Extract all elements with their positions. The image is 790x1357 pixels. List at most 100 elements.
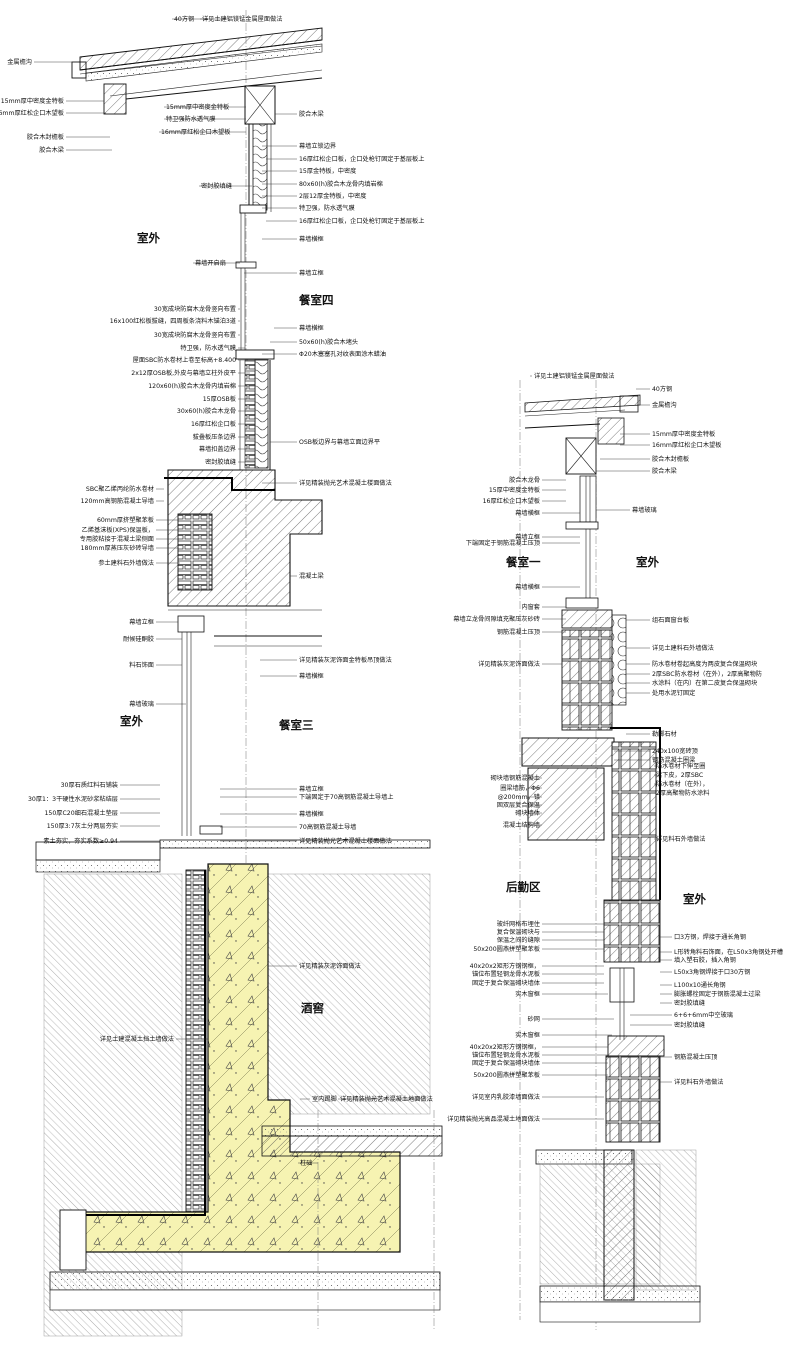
left-note-6: 胶合木梁 <box>39 146 64 154</box>
left-note-13: 15厚金特板，中密度 <box>299 167 356 175</box>
left-note-48: 幕墙立框 <box>129 618 154 626</box>
left-note-22: 30宽成块防腐木龙骨竖向布置 <box>154 305 236 313</box>
left-note-33: 幕墙扣盖边界 <box>199 445 236 453</box>
right-note-28: 防水卷材下伸至圈 <box>656 762 706 770</box>
left-note-47: 混凝土梁 <box>299 572 324 580</box>
right-roof <box>524 394 641 475</box>
left-note-64: 详见精装灰泥饰面做法 <box>299 962 361 970</box>
left-note-26: 屋面SBC防水卷材上卷至标高+8.400 <box>133 356 236 364</box>
right-block-wall <box>521 609 661 903</box>
right-note-15: 内窗套 <box>521 603 540 611</box>
left-note-58: 素土夯实，夯实系数≥0.94 <box>43 837 118 845</box>
right-note-26: 240x100宽砖顶 <box>652 747 698 755</box>
left-note-23: 16x100红松板拔缝，四周板条浇料木锚泊3道 <box>110 317 236 325</box>
left-note-2: 金属檐沟 <box>7 58 32 66</box>
right-note-49: 填入塑石胶，插入角钢 <box>674 956 736 964</box>
right-note-3: 15mm厚中密度金特板 <box>652 430 715 438</box>
left-note-19: 幕墙横框 <box>299 235 324 243</box>
right-note-23: 水涂料（在内）在第二皮复合保温砌块 <box>652 679 757 687</box>
right-note-6: 胶合木梁 <box>652 467 677 475</box>
right-note-47: 口3方钢，焊接于通长角钢 <box>674 933 746 941</box>
left-note-55: 30厚1：3干硬性水泥砂浆粘结层 <box>28 795 118 803</box>
left-note-38: OSB板边界与幕墙立面边界平 <box>299 438 380 446</box>
right-section <box>519 380 701 1330</box>
right-note-55: 6+6+6mm中空玻璃 <box>674 1011 733 1019</box>
right-note-14: 幕墙横框 <box>515 583 540 591</box>
right-note-2: 金属檐沟 <box>652 401 677 409</box>
left-note-21: 幕墙立框 <box>299 269 324 277</box>
right-note-10: 幕墙玻璃 <box>632 506 657 514</box>
left-upper-wall <box>235 123 275 470</box>
left-note-52: 详见精装灰泥饰面金特板吊顶做法 <box>299 656 392 664</box>
room-label-dining4: 餐室四 <box>298 293 334 307</box>
room-label-outdoor_c: 室外 <box>636 555 659 569</box>
room-label-dining1: 餐室一 <box>505 555 541 569</box>
right-note-24: 处用水泥钉固定 <box>652 689 695 697</box>
room-label-outdoor_b: 室外 <box>120 714 143 728</box>
right-note-44: 锚位布置轻钢龙骨水泥板 <box>472 970 540 978</box>
right-note-57: 实木窗框 <box>515 1031 540 1039</box>
left-note-27: 2x12厚OSB板,外皮与幕墙立柱外皮平 <box>131 369 236 377</box>
left-section <box>35 10 443 1337</box>
left-note-61: 幕墙横框 <box>299 810 324 818</box>
right-note-51: L100x10通长角钢 <box>674 981 726 989</box>
left-note-35: 幕墙横框 <box>299 324 324 332</box>
right-note-21: 防水卷材卷起高度为两皮复合保温砌块 <box>652 660 757 668</box>
left-note-29: 15厚OSB板 <box>203 395 236 403</box>
right-window <box>603 899 665 1143</box>
left-note-57: 150厚3:7灰土分两层夯实 <box>47 822 118 830</box>
left-note-65: 详见土建混凝土挡土墙做法 <box>100 1035 174 1043</box>
right-note-29: 梁下皮，2厚SBC <box>656 771 703 779</box>
right-note-17: 幕墙立龙骨间隙填充聚压灰砂砖 <box>453 615 540 623</box>
left-mid-glazing <box>177 615 322 836</box>
right-note-38: 混凝土结构墙 <box>503 821 540 829</box>
left-note-63: 详见精装抛光艺术混凝土楼面做法 <box>299 837 392 845</box>
right-note-60: 固定于复合保温砌块墙体 <box>472 1059 541 1067</box>
right-note-32: 砌块墙钢筋混凝土 <box>491 774 541 782</box>
left-note-44: 专用胶粘接于混凝土梁侧面 <box>80 535 154 543</box>
room-label-cellar: 酒窖 <box>301 1001 324 1015</box>
right-note-64: 详见室内乳胶漆墙面做法 <box>472 1093 540 1101</box>
right-note-4: 16mm厚红松企口木望板 <box>652 441 721 449</box>
left-note-3: 15mm厚中密度金特板 <box>1 97 64 105</box>
left-note-53: 幕墙横框 <box>299 672 324 680</box>
right-note-42: 50x200圆燕拼塑聚苯板 <box>473 945 540 953</box>
left-note-62: 70高钢筋混凝土导墙 <box>299 823 356 831</box>
right-note-31: 2厚高聚物防水涂料 <box>656 789 709 797</box>
right-foundation <box>535 1149 701 1323</box>
right-note-41: 保温之间的缝隙 <box>497 936 540 944</box>
left-note-41: 详见精装抛光艺术混凝土楼面做法 <box>299 479 392 487</box>
left-floor-slab <box>35 839 431 873</box>
room-label-outdoor_d: 室外 <box>683 892 706 906</box>
right-note-1: 40方钢 <box>652 385 672 393</box>
right-note-33: 圈梁墙筋，Φ6 <box>500 784 540 792</box>
right-note-61: 50x200圆燕拼塑聚苯板 <box>473 1071 540 1079</box>
right-note-18: 钢筋混凝土压顶 <box>497 628 540 636</box>
left-note-28: 120x60(h)胶合木龙骨内填岩棉 <box>148 382 236 390</box>
left-note-56: 150厚C20细石混凝土垫层 <box>44 809 118 817</box>
left-note-31: 16厚红松企口板 <box>191 420 236 428</box>
right-note-46: 实木窗框 <box>515 990 540 998</box>
left-basement-floor <box>49 1110 443 1330</box>
right-note-13: 下端固定于钢筋混凝土压顶 <box>466 539 540 547</box>
right-note-37: 详见料石外墙做法 <box>656 835 706 843</box>
right-note-45: 固定于复合保温砌块墙体 <box>472 979 541 987</box>
left-note-12: 16厚红松企口板，企口处枪钉固定于基层板上 <box>299 155 424 163</box>
left-note-40: 120mm高钢筋混凝土导墙 <box>81 497 154 505</box>
room-label-outdoor_a: 室外 <box>137 231 160 245</box>
right-note-25: 勒脚石材 <box>652 730 677 738</box>
left-note-37: Φ20木塞塞孔对纹表面涂木蜡油 <box>299 350 386 358</box>
room-label-backkitchen: 后勤区 <box>506 880 541 894</box>
left-note-46: 参土建料石外墙做法 <box>98 559 154 567</box>
left-note-54: 30厚石质红料石铺装 <box>61 781 118 789</box>
left-note-51: 幕墙玻璃 <box>129 700 154 708</box>
left-note-11: 幕墙立锁边界 <box>299 142 336 150</box>
room-label-dining3: 餐室三 <box>278 718 314 732</box>
right-note-48: L形转角料石饰面，在L50x3角钢处开槽 <box>674 948 783 956</box>
right-note-52: 膨胀螺栓固定于钢筋混凝土过梁 <box>674 990 761 998</box>
left-note-14: 80x60(h)胶合木龙骨内填岩棉 <box>299 180 383 188</box>
right-note-43: 40x20x2矩形方钢钢框， <box>470 962 540 970</box>
right-note-50: L50x3角钢焊接于口30方钢 <box>674 968 750 976</box>
right-note-65: 详见精装抛光高品混凝土地面做法 <box>447 1115 540 1123</box>
